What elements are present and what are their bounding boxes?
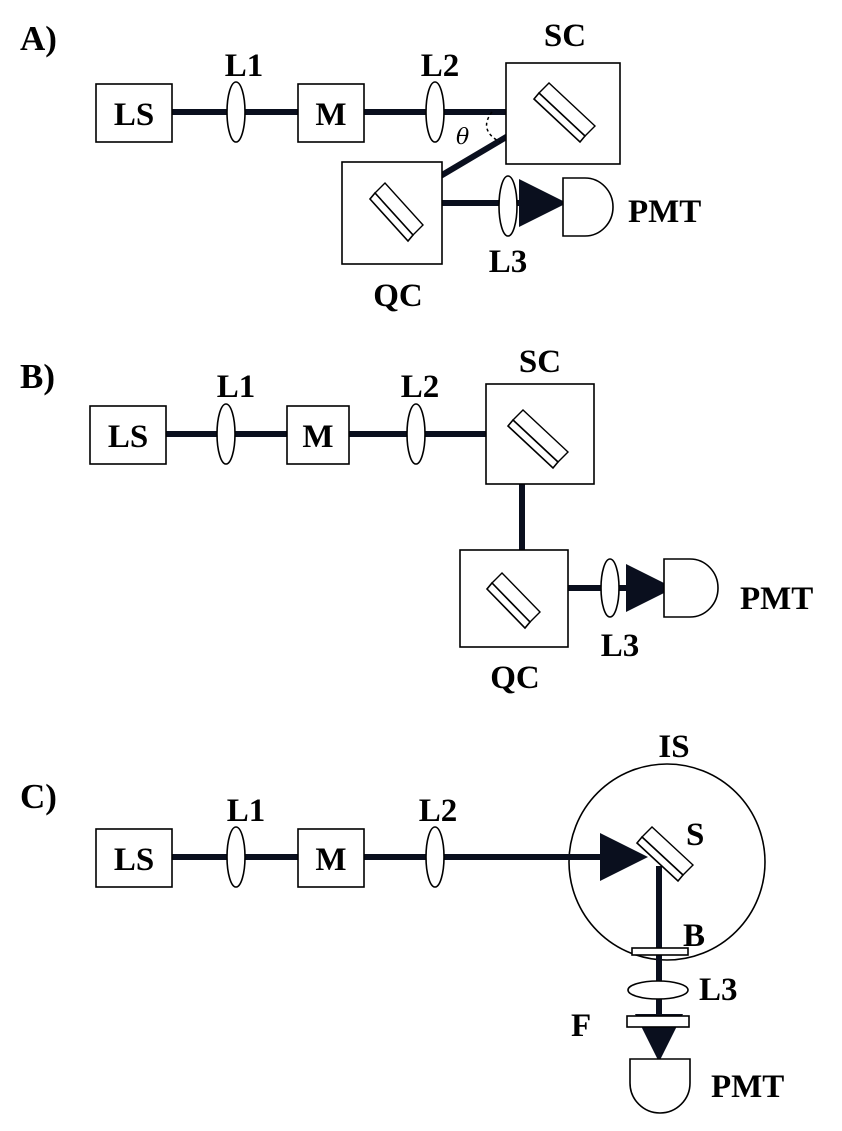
panel-b-ls-label: LS (108, 419, 148, 455)
panel-c-sample-mirror (635, 826, 695, 883)
panel-a-lens-l2 (425, 81, 445, 143)
panel-a-pmt-detector (562, 177, 614, 237)
panel-a-theta-label: θ (456, 125, 469, 150)
panel-b-lens-l3 (600, 558, 620, 618)
panel-b-qc-label: QC (490, 660, 540, 696)
panel-b-sc-label: SC (519, 344, 561, 380)
panel-b-l3-label: L3 (601, 628, 640, 664)
panel-a-quantum-counter-mirror (368, 181, 424, 243)
panel-a-m-label: M (315, 97, 346, 133)
panel-c-lens-l1 (226, 826, 246, 888)
panel-b-quantum-counter-mirror (485, 572, 541, 630)
panel-c-baffle-plate (631, 947, 689, 956)
panel-c-is-label: IS (658, 729, 689, 765)
panel-c-l1-label: L1 (227, 793, 266, 829)
panel-c-filter-plate (626, 1015, 690, 1028)
panel-a-lens-l1 (226, 81, 246, 143)
panel-c-lens-l3 (627, 980, 689, 1000)
panel-b-monochromator-box (286, 405, 350, 465)
panel-c-lens-l2 (425, 826, 445, 888)
panel-a-lens-l3 (498, 175, 518, 237)
panel-c-monochromator-box (297, 828, 365, 888)
panel-b-l1-label: L1 (217, 369, 256, 405)
panel-a-monochromator-box (297, 83, 365, 143)
panel-a-qc-label: QC (373, 278, 423, 314)
panel-a: A) LS L1 M L2 θ SC QC (20, 18, 701, 314)
panel-c-label: C) (20, 777, 57, 816)
panel-c-l2-label: L2 (419, 793, 458, 829)
panel-a-label: A) (20, 19, 57, 58)
panel-b-light-source-box (89, 405, 167, 465)
panel-a-pmt-label: PMT (628, 194, 701, 230)
panel-a-l1-label: L1 (225, 48, 264, 84)
panel-b: B) LS L1 M L2 SC QC L3 (20, 344, 813, 696)
panel-c-pmt-detector (629, 1058, 691, 1114)
panel-b-pmt-detector (663, 558, 719, 618)
panel-b-l2-label: L2 (401, 369, 440, 405)
panel-a-l2-label: L2 (421, 48, 460, 84)
panel-c-s-label: S (686, 817, 704, 853)
panel-b-label: B) (20, 357, 55, 396)
panel-b-sample-mirror (506, 409, 570, 470)
panel-c-ls-label: LS (114, 842, 154, 878)
panel-b-pmt-label: PMT (740, 581, 813, 617)
panel-a-ls-label: LS (114, 97, 154, 133)
panel-a-light-source-box (95, 83, 173, 143)
panel-a-sample-mirror (532, 82, 597, 144)
panel-b-lens-l1 (216, 403, 236, 465)
panel-c-m-label: M (315, 842, 346, 878)
panel-a-l3-label: L3 (489, 244, 528, 280)
panel-c-light-source-box (95, 828, 173, 888)
panel-b-lens-l2 (406, 403, 426, 465)
panel-c: C) IS LS L1 M L2 S B L3 F (20, 729, 784, 1114)
panel-c-l3-label: L3 (699, 972, 738, 1008)
panel-a-angle-arc (485, 111, 501, 143)
panel-a-sc-label: SC (544, 18, 586, 54)
panel-c-f-label: F (571, 1008, 591, 1044)
panel-b-m-label: M (302, 419, 333, 455)
panel-c-b-label: B (683, 918, 705, 954)
panel-c-pmt-label: PMT (711, 1069, 784, 1105)
